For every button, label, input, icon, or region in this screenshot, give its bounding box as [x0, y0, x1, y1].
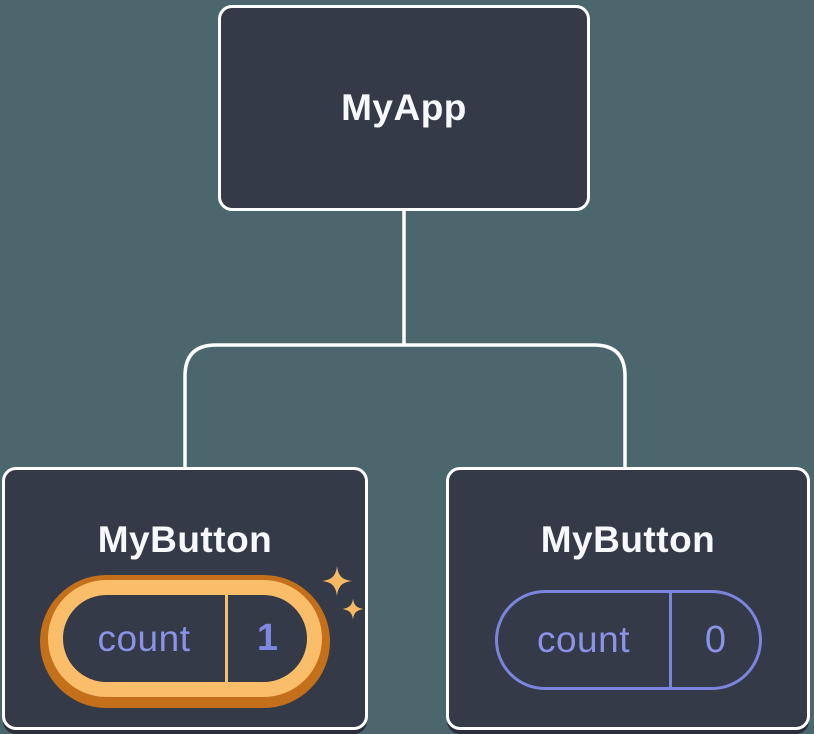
state-value-label: 0	[704, 618, 727, 661]
state-key-cell: count	[498, 593, 669, 687]
state-pill-highlighted: count 1	[48, 580, 322, 697]
node-myapp: MyApp	[218, 5, 590, 211]
state-key-label: count	[97, 617, 191, 659]
state-pill-divider	[225, 595, 228, 682]
state-key-cell: count	[63, 595, 225, 682]
node-mybutton-idle: MyButton count 0	[446, 467, 810, 730]
node-mybutton-idle-label: MyButton	[540, 519, 716, 560]
node-mybutton-clicked-label: MyButton	[97, 519, 273, 560]
node-myapp-label: MyApp	[341, 87, 467, 128]
state-key-label: count	[536, 619, 630, 660]
state-value-cell: 1	[228, 595, 307, 682]
state-value-label: 1	[256, 617, 279, 659]
state-pill-normal: count 0	[495, 590, 762, 690]
node-mybutton-clicked: MyButton count 1	[2, 467, 368, 730]
sparkle-icon	[322, 566, 364, 620]
state-value-cell: 0	[672, 593, 759, 687]
sparkle-large-icon	[322, 566, 352, 596]
state-pill-divider	[669, 593, 672, 687]
sparkle-small-icon	[342, 598, 364, 620]
connector-branch	[183, 343, 627, 470]
